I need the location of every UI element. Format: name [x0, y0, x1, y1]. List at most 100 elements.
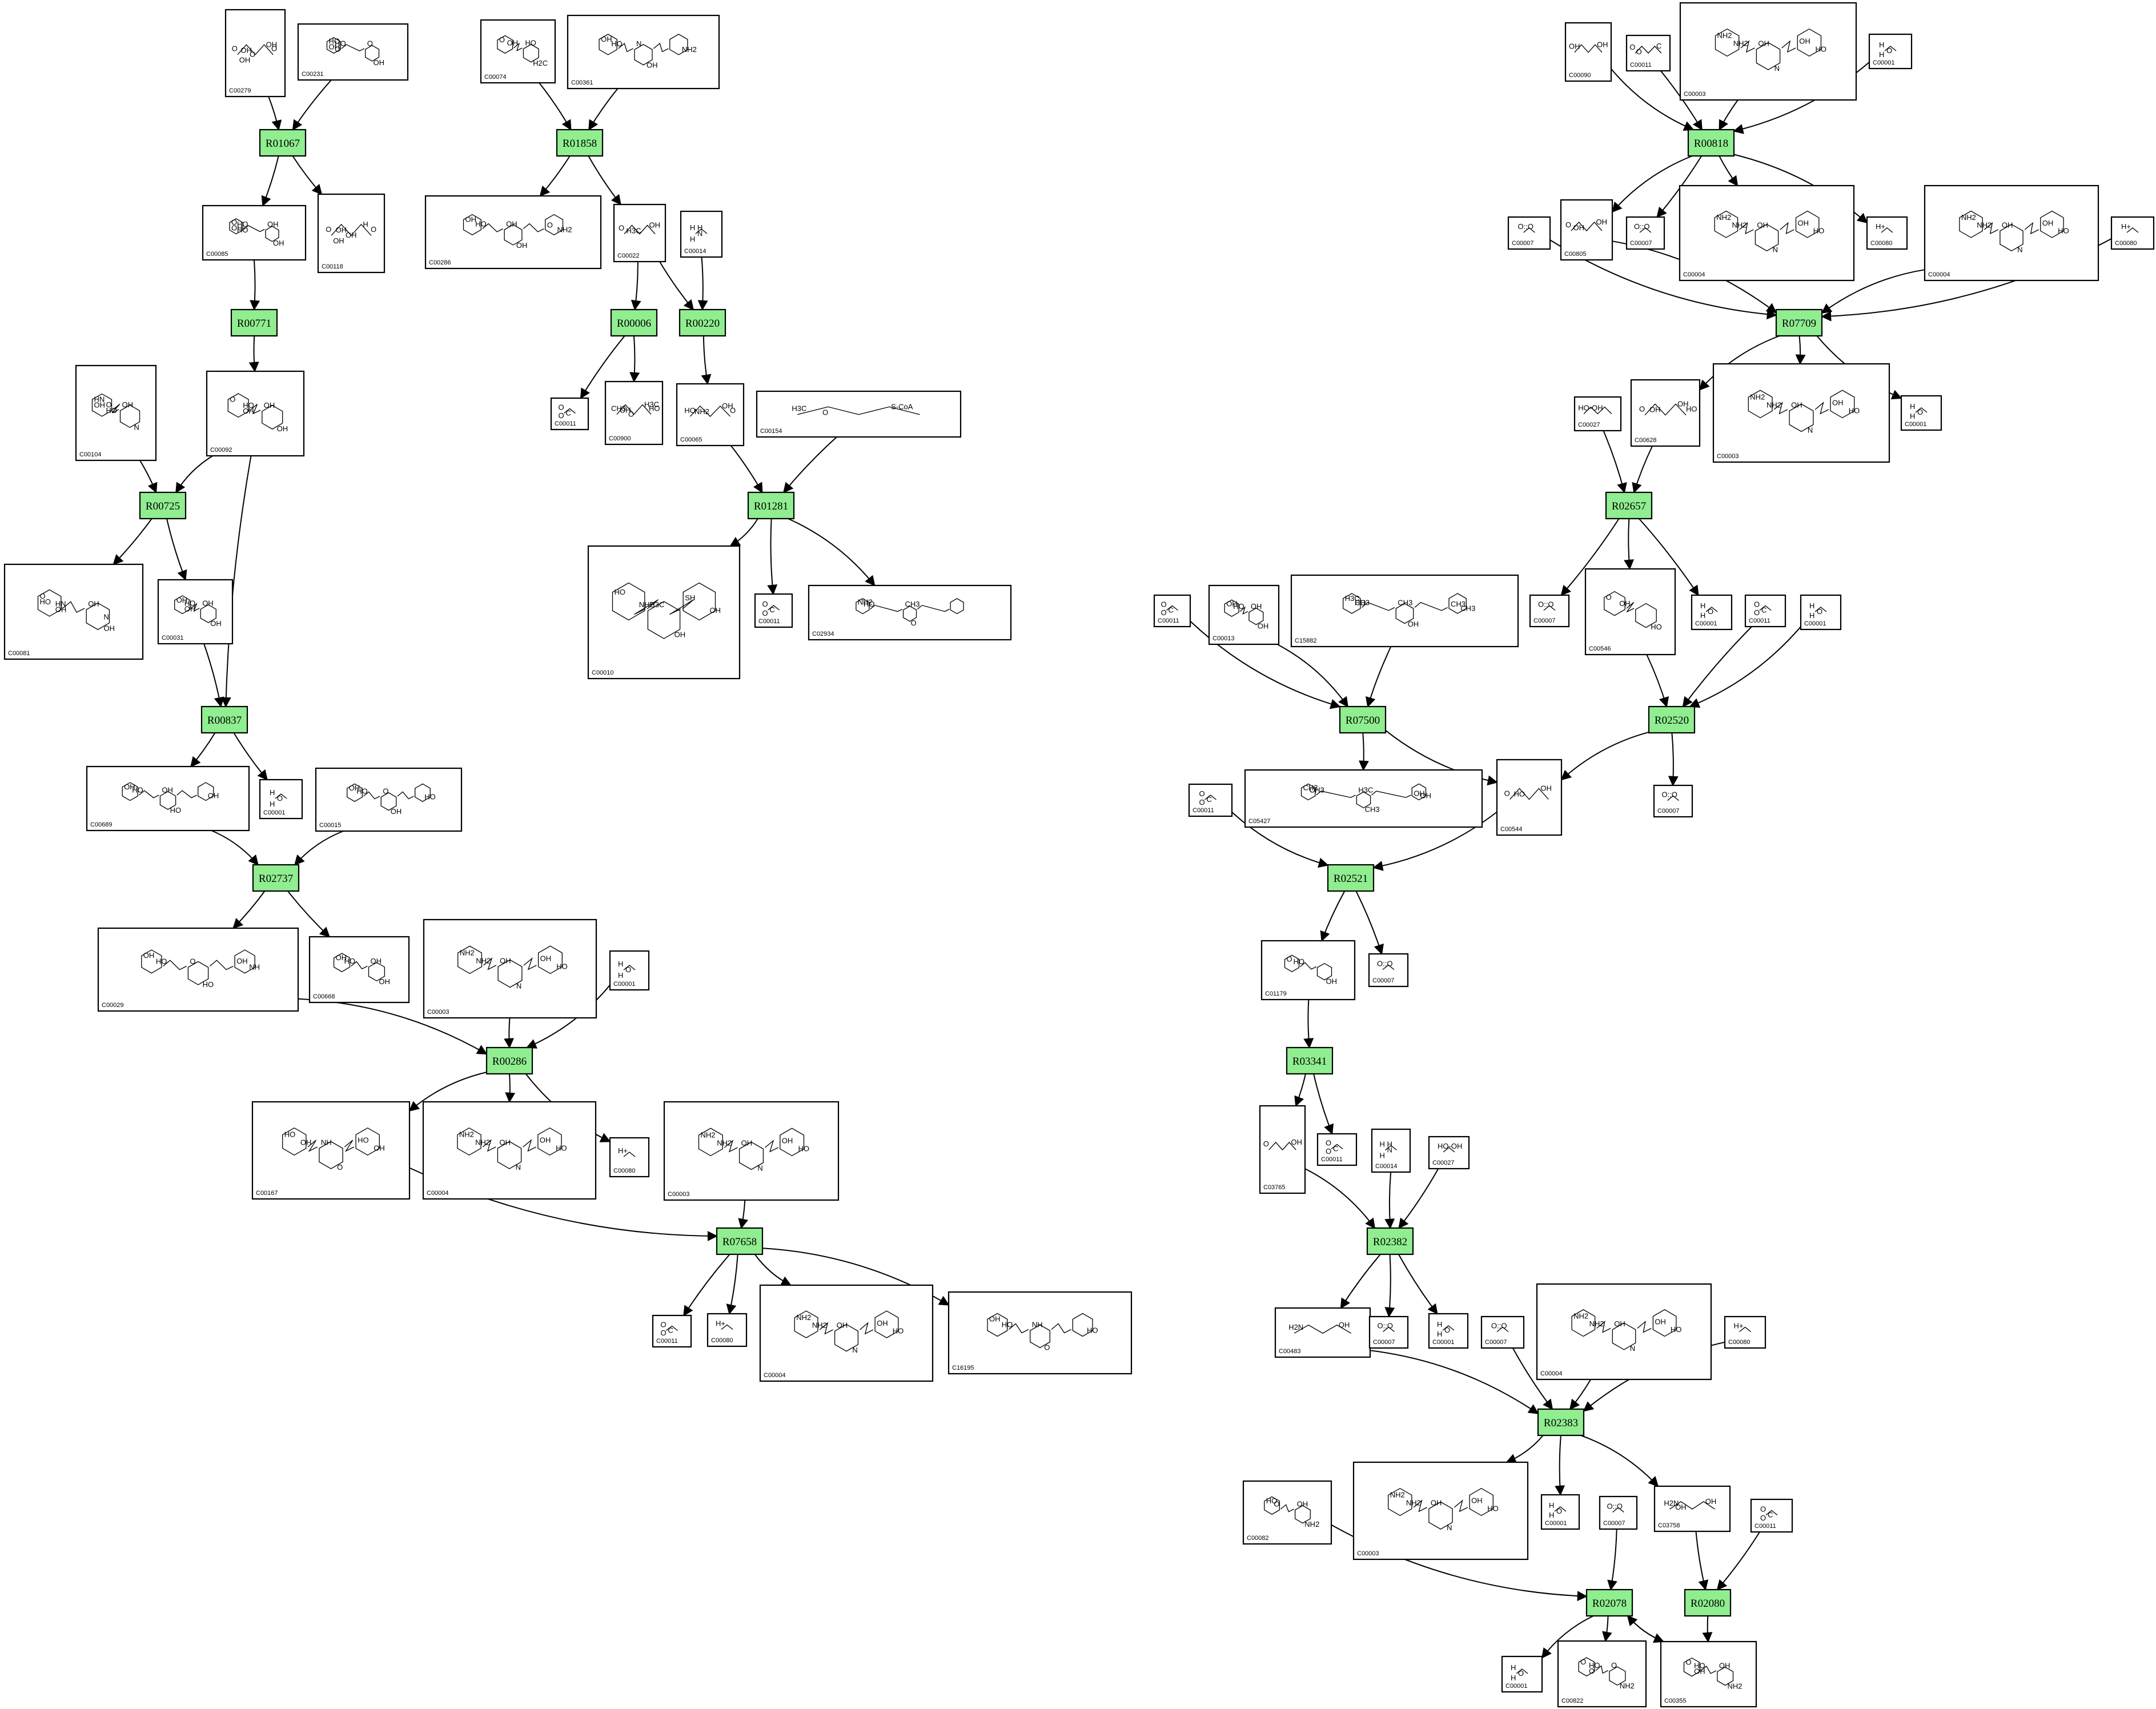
reaction-box[interactable] — [1605, 491, 1653, 520]
reaction-node[interactable]: R01858 — [556, 129, 604, 157]
reaction-box[interactable] — [1286, 1046, 1334, 1075]
reaction-node[interactable]: R02737 — [252, 864, 300, 892]
reaction-box[interactable] — [716, 1227, 764, 1255]
reaction-box[interactable] — [1339, 705, 1387, 734]
reaction-node[interactable]: R03341 — [1286, 1046, 1334, 1075]
reaction-node[interactable]: R07658 — [716, 1227, 764, 1255]
compound-node[interactable]: H+C00080 — [2110, 216, 2155, 250]
reaction-box[interactable] — [252, 864, 300, 892]
reaction-box[interactable] — [1687, 129, 1735, 157]
compound-node[interactable]: H+C00080 — [706, 1313, 748, 1347]
reaction-node[interactable]: R00818 — [1687, 129, 1735, 157]
reaction-box[interactable] — [230, 308, 278, 337]
reaction-box[interactable] — [1684, 1588, 1732, 1617]
reaction-node[interactable]: R02521 — [1327, 864, 1375, 892]
reaction-box[interactable] — [1327, 864, 1375, 892]
reaction-node[interactable]: R02657 — [1605, 491, 1653, 520]
reaction-node[interactable]: R00220 — [678, 308, 726, 337]
reaction-node[interactable]: R00837 — [200, 705, 248, 734]
reaction-node[interactable]: R00006 — [610, 308, 658, 337]
reaction-box[interactable] — [1366, 1227, 1414, 1255]
compound-node[interactable]: H+C00080 — [609, 1137, 650, 1178]
reaction-box[interactable] — [556, 129, 604, 157]
reaction-node[interactable]: R07709 — [1775, 308, 1823, 337]
reaction-node[interactable]: R00771 — [230, 308, 278, 337]
reaction-box[interactable] — [485, 1046, 533, 1075]
reaction-node[interactable]: R01067 — [259, 129, 307, 157]
reaction-node[interactable]: R02080 — [1684, 1588, 1732, 1617]
reaction-node[interactable]: R02520 — [1648, 705, 1696, 734]
reaction-node[interactable]: R02078 — [1585, 1588, 1633, 1617]
reaction-node[interactable]: R00286 — [485, 1046, 533, 1075]
reaction-box[interactable] — [1537, 1408, 1585, 1437]
reaction-node[interactable]: R02382 — [1366, 1227, 1414, 1255]
reaction-box[interactable] — [1648, 705, 1696, 734]
reaction-box[interactable] — [1585, 1588, 1633, 1617]
reaction-box[interactable] — [610, 308, 658, 337]
reaction-box[interactable] — [259, 129, 307, 157]
